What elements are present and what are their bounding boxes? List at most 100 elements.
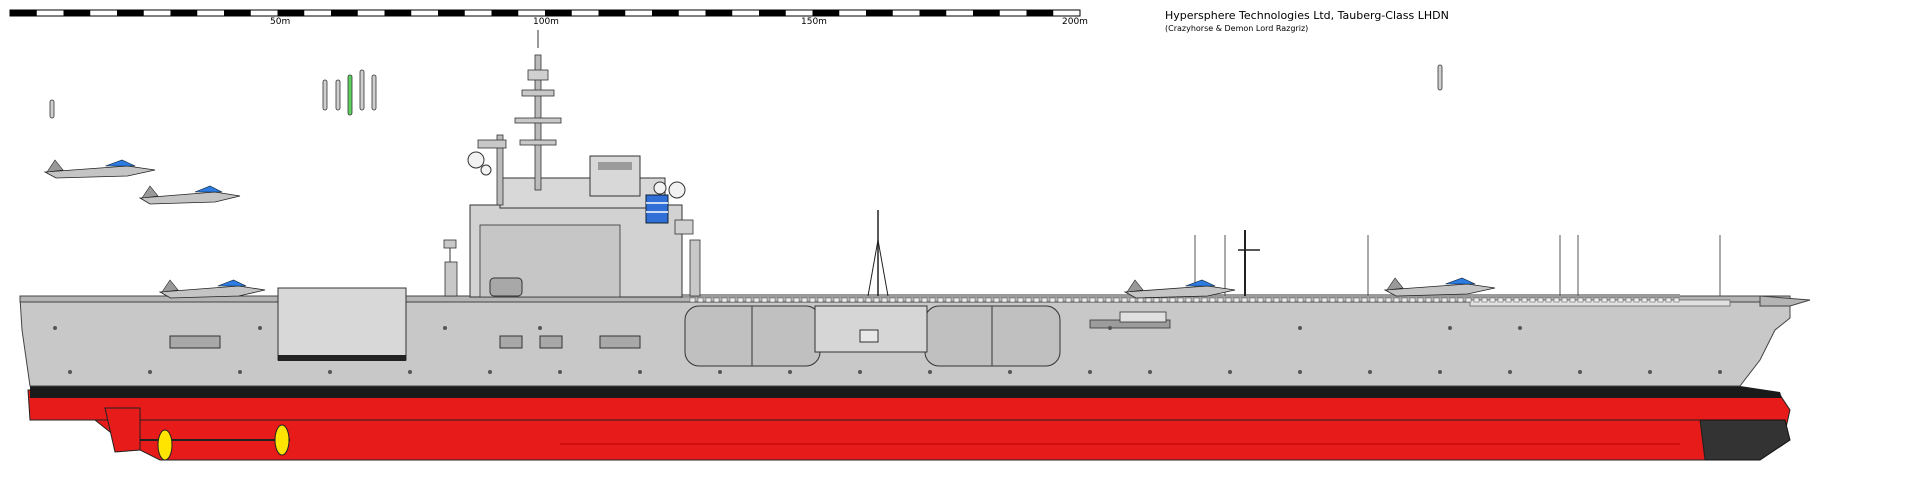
deck-railing-post	[825, 297, 832, 303]
porthole	[558, 370, 562, 374]
deck-railing-post	[1193, 297, 1200, 303]
deck-railing-post	[985, 297, 992, 303]
deck-railing-post	[1465, 297, 1472, 303]
deck-railing-post	[1345, 297, 1352, 303]
deck-railing-post	[1377, 297, 1384, 303]
deck-railing-post	[785, 297, 792, 303]
aircraft	[138, 185, 241, 205]
scale-segment	[545, 10, 572, 16]
deck-railing-post	[1249, 297, 1256, 303]
deck-railing-post	[1065, 297, 1072, 303]
deck-railing-post	[1049, 297, 1056, 303]
deck-railing-post	[1257, 297, 1264, 303]
deck-railing-post	[1545, 297, 1552, 303]
deck-railing-post	[993, 297, 1000, 303]
deck-railing-post	[897, 297, 904, 303]
deck-railing-post	[737, 297, 744, 303]
porthole	[258, 326, 262, 330]
porthole	[488, 370, 492, 374]
deck-railing-post	[1593, 297, 1600, 303]
radome-2	[668, 181, 686, 199]
drawing-title: Hypersphere Technologies Ltd, Tauberg-Cl…	[1165, 9, 1449, 22]
porthole	[443, 326, 447, 330]
deck-railing-post	[1665, 297, 1672, 303]
deck-railing-post	[1617, 297, 1624, 303]
deck-railing-post	[889, 297, 896, 303]
scale-segment	[277, 10, 305, 16]
porthole	[1508, 370, 1512, 374]
bulbous-bow	[1699, 419, 1791, 461]
scale-tick-150m: 150m	[801, 17, 827, 27]
scale-segment	[117, 10, 144, 16]
deck-railing-post	[1145, 297, 1152, 303]
drawing-subtitle: (Crazyhorse & Demon Lord Razgriz)	[1165, 24, 1309, 33]
aft-mast	[496, 134, 504, 206]
deck-railing-post	[1153, 297, 1160, 303]
scale-segment	[866, 10, 893, 16]
deck-railing-post	[1441, 297, 1448, 303]
porthole	[1298, 326, 1302, 330]
ordnance-store	[322, 79, 328, 111]
porthole	[238, 370, 242, 374]
deck-railing-post	[1313, 297, 1320, 303]
deck-railing-post	[1073, 297, 1080, 303]
deck-railing-post	[1337, 297, 1344, 303]
deck-antennas	[1194, 230, 1721, 296]
deck-railing-post	[1329, 297, 1336, 303]
deck-railing-post	[1481, 297, 1488, 303]
deck-railing-post	[753, 297, 760, 303]
deck-railing-post	[1209, 297, 1216, 303]
deck-railing-post	[1457, 297, 1464, 303]
deck-railing-post	[1289, 297, 1296, 303]
side-door-1	[169, 335, 221, 349]
deck-railing-post	[817, 297, 824, 303]
deck-railing-post	[969, 297, 976, 303]
deck-railing-post	[849, 297, 856, 303]
deck-railing-post	[1305, 297, 1312, 303]
scale-segment	[331, 10, 358, 16]
side-door-4	[599, 335, 641, 349]
deck-railing-post	[1121, 297, 1128, 303]
deck-railing-post	[1185, 297, 1192, 303]
scale-segment	[170, 10, 198, 16]
deck-railing-post	[1089, 297, 1096, 303]
deck-railing-post	[865, 297, 872, 303]
deck-railing-post	[1417, 297, 1424, 303]
deck-railing-post	[777, 297, 784, 303]
scale-segment	[491, 10, 519, 16]
ordnance-store	[371, 74, 377, 111]
deck-railing-post	[1129, 297, 1136, 303]
scale-tick-100m: 100m	[533, 17, 559, 27]
deck-railing-post	[1297, 297, 1304, 303]
scale-segment	[652, 10, 679, 16]
deck-railing-post	[1409, 297, 1416, 303]
rudder	[104, 407, 141, 453]
deck-railing-post	[1609, 297, 1616, 303]
deck-railing-post	[1113, 297, 1120, 303]
deck-railing-post	[705, 297, 712, 303]
aircraft	[1123, 279, 1236, 299]
scale-segment	[384, 10, 412, 16]
deck-railing-post	[1017, 297, 1024, 303]
scale-segment	[224, 10, 251, 16]
deck-railing-post	[1601, 297, 1608, 303]
deck-railing-post	[1001, 297, 1008, 303]
deck-railing-post	[745, 297, 752, 303]
deck-railing-post	[929, 297, 936, 303]
deck-railing-post	[1233, 297, 1240, 303]
deck-railing-post	[1585, 297, 1592, 303]
porthole	[928, 370, 932, 374]
deck-railing-post	[1537, 297, 1544, 303]
scale-segment	[812, 10, 840, 16]
deck-railing-post	[1025, 297, 1032, 303]
deck-railing-post	[1225, 297, 1232, 303]
hangar-aft-block	[277, 287, 407, 361]
porthole	[1088, 370, 1092, 374]
ordnance-group	[49, 64, 1443, 119]
elevator-center	[814, 305, 928, 353]
deck-railing-post	[881, 297, 888, 303]
boot-top	[30, 386, 1782, 398]
deck-railing-post	[857, 297, 864, 303]
deck-railing-post	[1425, 297, 1432, 303]
